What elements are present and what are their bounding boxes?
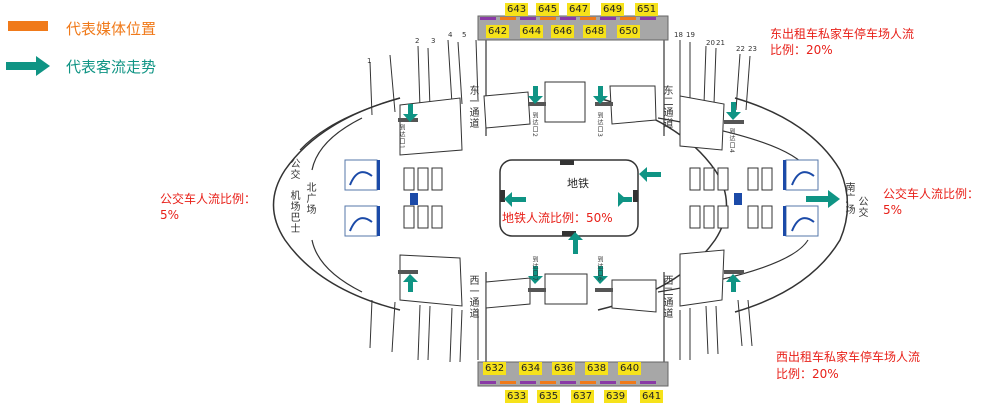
- left-bus-ratio-line2: 5%: [160, 208, 180, 222]
- platform-23: 23: [748, 45, 757, 53]
- media-632: 632: [483, 362, 507, 375]
- media-643: 643: [505, 3, 529, 16]
- media-636: 636: [552, 362, 576, 375]
- exit-3-label: 到达口3: [596, 112, 603, 138]
- exit-2-label: 到达口2: [531, 112, 538, 138]
- east-parking-ratio-line2: 比例：20%: [770, 43, 833, 57]
- metro-ratio-label: 地铁人流比例：50%: [502, 211, 613, 225]
- south-bus-label: 公交: [856, 196, 867, 218]
- media-633: 633: [505, 390, 529, 403]
- exit-6-label: 到达口6: [596, 256, 603, 282]
- platform-4: 4: [448, 31, 453, 39]
- platform-2: 2: [415, 37, 420, 45]
- platform-1: 1: [367, 57, 372, 65]
- platform-19: 19: [686, 31, 695, 39]
- platform-3: 3: [431, 37, 436, 45]
- media-646: 646: [551, 25, 575, 38]
- media-648: 648: [583, 25, 607, 38]
- right-bus-ratio-line1: 公交车人流比例：: [883, 187, 980, 201]
- legend-flow-arrow: [6, 56, 50, 76]
- platform-5: 5: [462, 31, 467, 39]
- metro-label: 地铁: [567, 177, 589, 190]
- media-650: 650: [617, 25, 641, 38]
- left-bus-ratio-line1: 公交车人流比例：: [160, 192, 257, 206]
- media-642: 642: [486, 25, 510, 38]
- platform-18: 18: [674, 31, 683, 39]
- east-corridor-1-label: 东一通道: [467, 85, 478, 129]
- north-bus-label: 公交: [288, 158, 299, 180]
- media-649: 649: [601, 3, 625, 16]
- north-square-label: 北广场: [304, 182, 315, 215]
- media-635: 635: [537, 390, 561, 403]
- west-parking-ratio-line2: 比例：20%: [776, 367, 839, 381]
- media-647: 647: [567, 3, 591, 16]
- media-634: 634: [519, 362, 543, 375]
- right-bus-ratio-line2: 5%: [883, 203, 903, 217]
- legend-media-label: 代表媒体位置: [66, 20, 157, 38]
- media-641: 641: [640, 390, 664, 403]
- exit-4-label: 到达口4: [728, 128, 735, 154]
- media-638: 638: [585, 362, 609, 375]
- east-parking-ratio-line1: 东出租车私家车停车场人流: [770, 27, 915, 41]
- media-645: 645: [536, 3, 560, 16]
- platform-21: 21: [716, 39, 725, 47]
- media-644: 644: [520, 25, 544, 38]
- north-airport-bus-label: 机场巴士: [288, 190, 299, 234]
- legend-flow-label: 代表客流走势: [66, 58, 157, 76]
- legend-media-swatch: [8, 21, 48, 31]
- platform-20: 20: [706, 39, 715, 47]
- media-640: 640: [618, 362, 642, 375]
- south-square-label: 南广场: [843, 182, 854, 215]
- west-parking-ratio-line1: 西出租车私家车停车场人流: [776, 350, 921, 364]
- west-corridor-2-label: 西二通道: [661, 275, 672, 319]
- exit-7-label: 到达口7: [531, 256, 538, 282]
- media-637: 637: [571, 390, 595, 403]
- exit-1-label: 到达口1: [398, 124, 405, 150]
- west-corridor-1-label: 西一通道: [467, 275, 478, 319]
- platform-22: 22: [736, 45, 745, 53]
- east-corridor-2-label: 东二通道: [661, 85, 672, 129]
- media-651: 651: [635, 3, 659, 16]
- media-639: 639: [604, 390, 628, 403]
